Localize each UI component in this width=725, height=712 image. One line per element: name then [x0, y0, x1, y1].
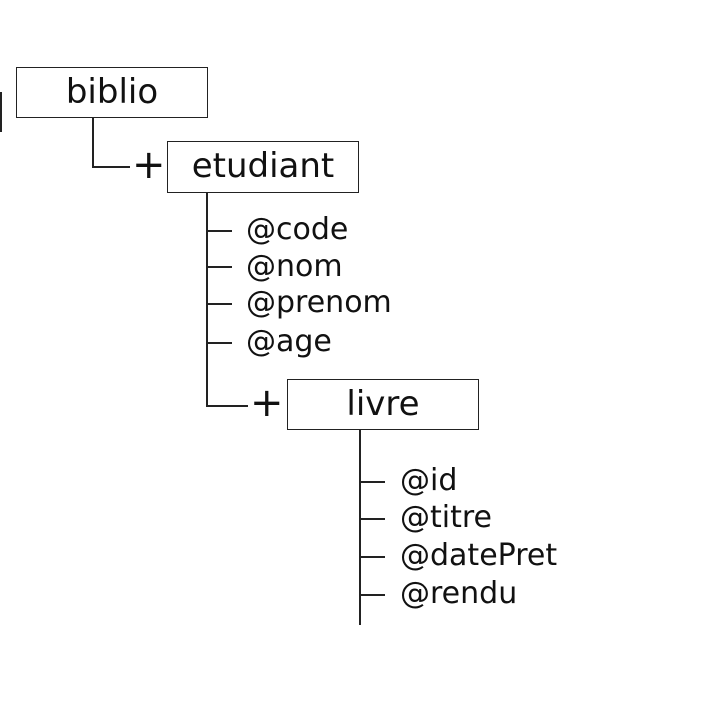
livre-trunk-line [359, 430, 361, 625]
attribute-code: @code [246, 212, 349, 247]
connector-livre-horizontal [206, 405, 248, 407]
attribute-id: @id [400, 463, 458, 498]
attribute-nom: @nom [246, 249, 343, 284]
etudiant-trunk-line [206, 193, 208, 407]
tick-nom [206, 266, 232, 268]
tick-rendu [359, 594, 385, 596]
tick-age [206, 342, 232, 344]
attribute-datepret: @datePret [400, 538, 558, 573]
expand-etudiant-icon: + [132, 142, 166, 188]
expand-livre-icon: + [250, 380, 284, 426]
tick-code [206, 230, 232, 232]
tick-titre [359, 518, 385, 520]
biblio-node: biblio [16, 67, 208, 118]
tick-datepret [359, 556, 385, 558]
left-edge-line [0, 92, 2, 132]
etudiant-node: etudiant [167, 141, 359, 193]
attribute-prenom: @prenom [246, 285, 392, 320]
tick-id [359, 481, 385, 483]
tick-prenom [206, 303, 232, 305]
livre-node: livre [287, 379, 479, 430]
connector-biblio-vertical [92, 118, 94, 168]
connector-biblio-horizontal [92, 166, 130, 168]
attribute-titre: @titre [400, 500, 492, 535]
attribute-age: @age [246, 324, 332, 359]
attribute-rendu: @rendu [400, 576, 518, 611]
